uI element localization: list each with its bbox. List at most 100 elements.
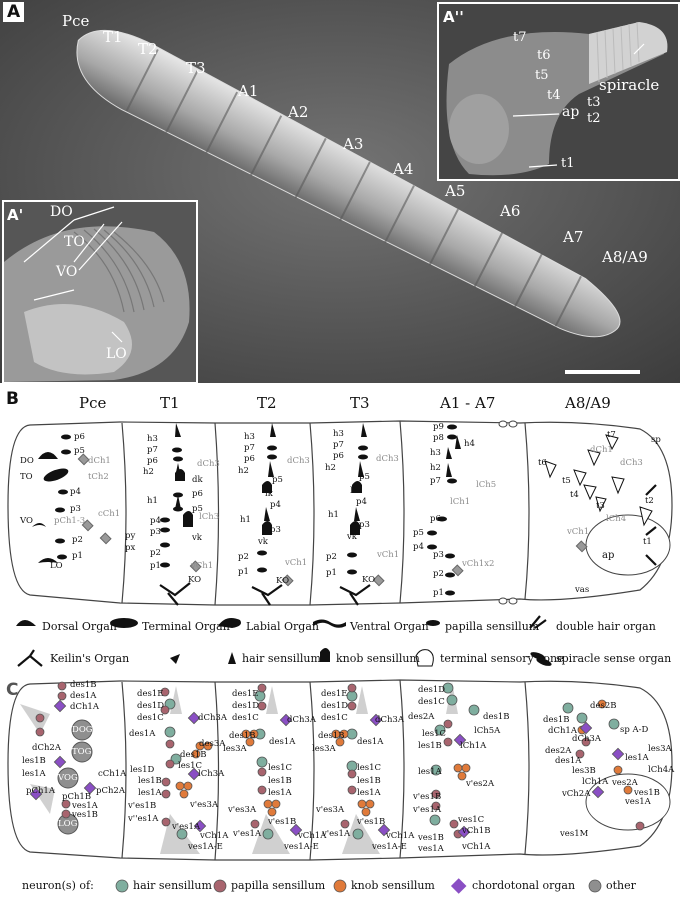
c-t2-des1c: des1C [232, 713, 259, 723]
legend-ventral-organ: Ventral Organ [350, 620, 429, 633]
b-a17-p3: p3 [433, 550, 444, 560]
c-t3-des1e: des1E [321, 689, 348, 699]
b-a17-p8: p8 [433, 433, 444, 443]
c-a89-spad: sp A-D [620, 725, 649, 735]
b-a89-t6: t6 [538, 458, 547, 468]
panel-b-sensilla [32, 423, 657, 606]
c-a17-ves1b: v'es1B [413, 792, 442, 802]
b-a17-p9: p9 [433, 422, 444, 432]
b-t2-p2: p2 [238, 552, 249, 562]
c-a17-ves1c: ves1C [458, 815, 485, 825]
panel-a-label: A [3, 2, 25, 22]
seg-label-a1: A1 [238, 82, 259, 100]
c-a89-ves2a: ves2A [612, 778, 638, 788]
b-pce-do: DO [20, 456, 34, 466]
anal-pad [585, 514, 671, 576]
inset-a-double-prime-label: A'' [443, 8, 464, 26]
c-t1-dch3a: dCh3A [198, 713, 227, 723]
c-t1-lch3a: lCh3A [198, 769, 225, 779]
c-t1-des1a: des1A [129, 729, 156, 739]
b-pce-p6: p6 [74, 432, 85, 442]
c-t1-vves1a: v''es1A [128, 814, 159, 824]
keilins-organ-icon [17, 649, 43, 667]
c-t2-les3a: les3A [223, 744, 247, 754]
b-a89-t3: t3 [596, 501, 605, 511]
c-a89-des1b: des1B [543, 715, 570, 725]
c-pce-pch1b: pCh1B [62, 792, 92, 802]
inset2-label-t1: t1 [561, 156, 575, 171]
b-t1-ko: KO [188, 575, 202, 585]
c-a89-dch3a: dCh3A [572, 734, 601, 744]
c-a17-vch1a: vCh1A [462, 842, 491, 852]
c-t1-les1c: les1C [178, 761, 203, 771]
b-t3-vch1: vCh1 [377, 550, 400, 560]
c-t1-ves3a: v'es3A [190, 800, 219, 810]
seg-label-pce: Pce [62, 12, 90, 30]
b-header-a8a9: A8/A9 [565, 394, 611, 412]
b-t1-h1: h1 [147, 496, 158, 506]
c-a17-ves1a2: ves1A [418, 844, 444, 854]
dog-ganglion [71, 719, 93, 741]
legend-c-papilla: papilla sensillum [231, 879, 326, 892]
legend-hair-sensillum: hair sensillum [242, 652, 321, 665]
c-a17-des1d: des1D [418, 685, 446, 695]
b-a89-vch1: vCh1 [567, 527, 590, 537]
b-pce-p3: p3 [70, 504, 81, 514]
b-t3-p7: p7 [333, 440, 344, 450]
b-t1-p3: p3 [150, 527, 161, 537]
c-t3-les1b: les1B [357, 776, 381, 786]
b-a17-p1: p1 [433, 588, 444, 598]
panel-b-label: B [6, 389, 19, 409]
b-t3-ko: KO [362, 575, 376, 585]
seg-label-a4: A4 [393, 160, 414, 178]
b-a17-h4: h4 [464, 439, 475, 449]
b-t1-dch3: dCh3 [197, 459, 220, 469]
c-t1-ves1ae: ves1A-E [188, 842, 223, 852]
c-a89-dch1a: dCh1A [548, 726, 577, 736]
b-header-pce: Pce [79, 394, 107, 412]
b-pce-vo: VO [20, 516, 33, 526]
c-t2-ves1b: v'es1B [268, 817, 297, 827]
c-t2-vch1a: vCh1A [298, 831, 327, 841]
b-t2-lk: lk [265, 489, 273, 499]
b-t1-h3: h3 [147, 434, 158, 444]
c-t3-ves3a: v'es3A [316, 805, 345, 815]
c-a89-ves1b: ves1B [634, 788, 660, 798]
b-a89-dch1: dCh1 [590, 445, 613, 455]
c-a17-les1a: les1A [418, 767, 442, 777]
b-header-a1a7: A1 - A7 [440, 394, 496, 412]
inset2-label-t3: t3 [587, 95, 601, 110]
b-a89-t2: t2 [645, 496, 654, 506]
c-t1-des1d: des1D [137, 701, 165, 711]
c-t2-les1a: les1A [268, 788, 292, 798]
c-t2-ves3a: v'es3A [228, 805, 257, 815]
b-header-t1: T1 [160, 394, 180, 412]
papilla-sensillum-icon [426, 620, 440, 626]
c-t3-ves1a: v'es1A [322, 829, 351, 839]
b-t2-p1: p1 [238, 567, 249, 577]
b-t2-dch3: dCh3 [287, 456, 310, 466]
b-header-t2: T2 [257, 394, 277, 412]
inset2-label-ap: ap [562, 104, 580, 120]
c-a89-des2b: des2B [590, 701, 617, 711]
b-t1-p4: p4 [150, 516, 161, 526]
b-a17-p7: p7 [430, 476, 441, 486]
b-a89-lch4: lCh4 [606, 514, 627, 524]
c-a17-ves1a: v'es1A [413, 805, 442, 815]
ventral-organ-icon [313, 619, 346, 628]
c-a17-lch5a: lCh5A [474, 726, 501, 736]
b-t3-h1: h1 [328, 510, 339, 520]
c-log: LOG [58, 819, 78, 829]
c-t1-des1b: des1B [180, 750, 207, 760]
b-t3-p1: p1 [326, 568, 337, 578]
inset2-label-spiracle: spiracle [599, 76, 660, 94]
seg-label-t1: T1 [103, 28, 123, 46]
inset-a-prime: A' DO TO VO LO [2, 200, 198, 383]
b-t3-dch3: dCh3 [376, 454, 399, 464]
b-t3-vk: vk [347, 532, 357, 542]
legend-c-knob: knob sensillum [351, 879, 435, 892]
b-t1-p6: p6 [147, 456, 158, 466]
b-t3-lk: lk [350, 486, 358, 496]
b-t3-p5: p5 [359, 472, 370, 482]
seg-label-t3: T3 [186, 59, 206, 77]
